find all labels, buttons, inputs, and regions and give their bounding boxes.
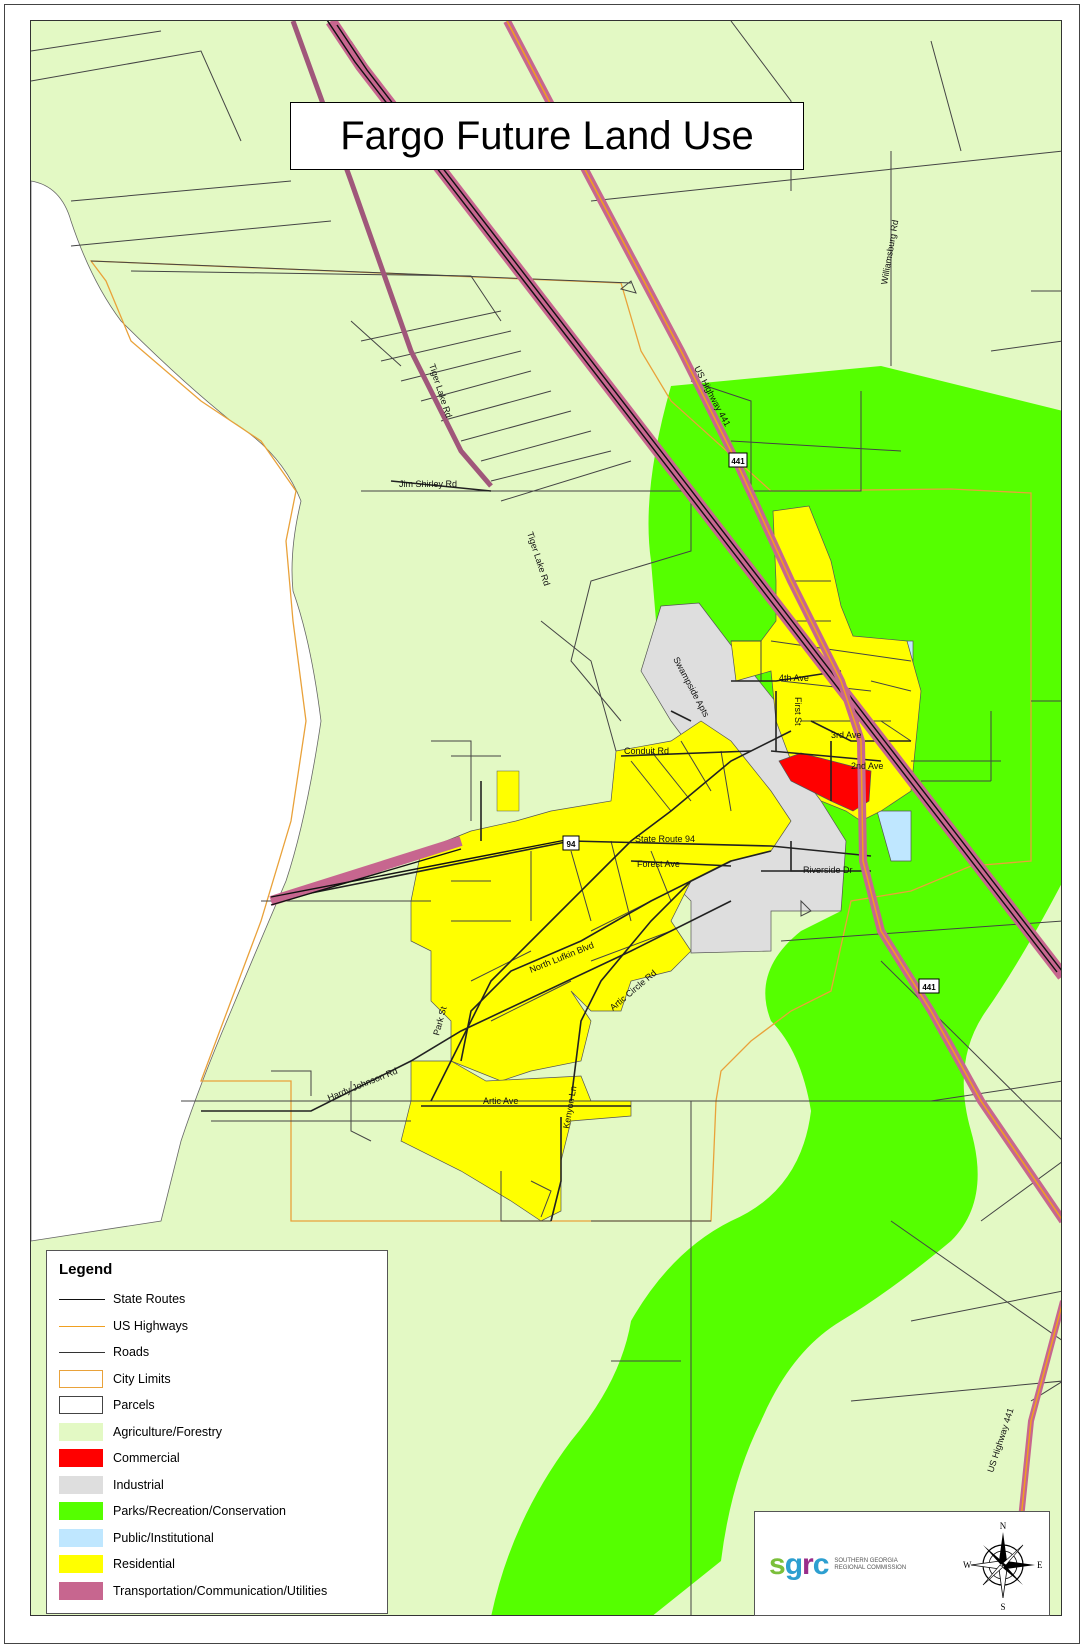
compass-n: N: [1000, 1521, 1007, 1531]
legend-symbol: [59, 1290, 105, 1308]
legend-label: Roads: [113, 1345, 150, 1360]
logo-compass-box: sgrc SOUTHERN GEORGIA REGIONAL COMMISSIO…: [754, 1511, 1050, 1616]
compass-rose-icon: N S W E: [963, 1521, 1043, 1612]
legend-label: City Limits: [113, 1371, 171, 1386]
us-highway-441-centerline: [506, 21, 1061, 1220]
land-use-map: 441 441 94 Jim Shirley Rd Tiger Lake Rd …: [31, 21, 1061, 1615]
shield-441-north: 441: [728, 452, 748, 468]
legend-label: Parcels: [113, 1398, 155, 1413]
legend-symbol: [59, 1581, 105, 1600]
legend-symbol: [59, 1528, 105, 1547]
legend-symbol: [59, 1555, 105, 1574]
legend-title: Legend: [59, 1261, 113, 1278]
road-label-first-st: First St: [793, 697, 803, 726]
road-label-state-route-94: State Route 94: [635, 834, 695, 844]
legend-item: Parcels: [59, 1392, 375, 1419]
legend-item: State Routes: [59, 1286, 375, 1313]
road-label-2nd-ave: 2nd Ave: [851, 761, 883, 771]
legend-item: Roads: [59, 1339, 375, 1366]
residential-strip-west: [496, 770, 520, 812]
legend-symbol: [59, 1396, 105, 1415]
legend-symbol: [59, 1343, 105, 1361]
legend-item: US Highways: [59, 1313, 375, 1340]
legend-symbol: [59, 1475, 105, 1494]
road-label-3rd-ave: 3rd Ave: [831, 730, 861, 740]
legend-label: US Highways: [113, 1318, 189, 1333]
compass-w: W: [963, 1560, 972, 1570]
road-label-4th-ave: 4th Ave: [779, 673, 809, 683]
legend-label: State Routes: [113, 1292, 186, 1307]
compass-e: E: [1037, 1560, 1043, 1570]
sgrc-subtitle-2: REGIONAL COMMISSION: [834, 1565, 907, 1571]
shield-441-south: 441: [918, 978, 940, 994]
legend-item: Commercial: [59, 1445, 375, 1472]
shield-94: 94: [562, 835, 580, 851]
sgrc-logo-subtitle: SOUTHERN GEORGIA REGIONAL COMMISSION: [834, 1558, 906, 1572]
sgrc-subtitle-1: SOUTHERN GEORGIA: [834, 1558, 898, 1564]
legend-item: Transportation/Communication/Utilities: [59, 1578, 375, 1605]
legend-label: Industrial: [113, 1477, 164, 1492]
legend-symbol: [59, 1317, 105, 1335]
legend-item: Residential: [59, 1551, 375, 1578]
legend-symbol: [59, 1449, 105, 1468]
map-title: Fargo Future Land Use: [340, 113, 754, 158]
legend-symbol: [59, 1422, 105, 1441]
road-lines: [201, 480, 911, 1222]
legend-label: Residential: [113, 1557, 175, 1572]
road-label-riverside: Riverside Dr: [803, 865, 853, 875]
legend-label: Parks/Recreation/Conservation: [113, 1504, 286, 1519]
svg-text:441: 441: [731, 457, 745, 466]
legend-symbol: [59, 1502, 105, 1521]
legend-label: Commercial: [113, 1451, 180, 1466]
legend-label: Transportation/Communication/Utilities: [113, 1583, 328, 1598]
legend-label: Public/Institutional: [113, 1530, 214, 1545]
legend-label: Agriculture/Forestry: [113, 1424, 223, 1439]
legend-item: Parks/Recreation/Conservation: [59, 1498, 375, 1525]
sgrc-logo: sgrc SOUTHERN GEORGIA REGIONAL COMMISSIO…: [769, 1548, 906, 1582]
legend-item: Agriculture/Forestry: [59, 1419, 375, 1446]
road-label-jim-shirley: Jim Shirley Rd: [399, 479, 457, 489]
public-area-south: [876, 810, 912, 862]
city-limits-outline: [89, 260, 1032, 1222]
legend-item: City Limits: [59, 1366, 375, 1393]
river-void: [31, 180, 322, 1242]
parks-area: [491, 366, 1061, 1615]
legend-item: Industrial: [59, 1472, 375, 1499]
road-label-forest-ave: Forest Ave: [637, 859, 680, 869]
road-label-conduit: Conduit Rd: [624, 746, 669, 756]
legend-item: Public/Institutional: [59, 1525, 375, 1552]
svg-text:441: 441: [922, 983, 936, 992]
road-label-artic-ave: Artic Ave: [483, 1096, 518, 1106]
sgrc-logo-text: sgrc: [769, 1548, 829, 1581]
legend-symbol: [59, 1369, 105, 1388]
compass-s: S: [1000, 1602, 1005, 1612]
svg-text:94: 94: [567, 840, 576, 849]
map-title-box: Fargo Future Land Use: [290, 102, 804, 170]
